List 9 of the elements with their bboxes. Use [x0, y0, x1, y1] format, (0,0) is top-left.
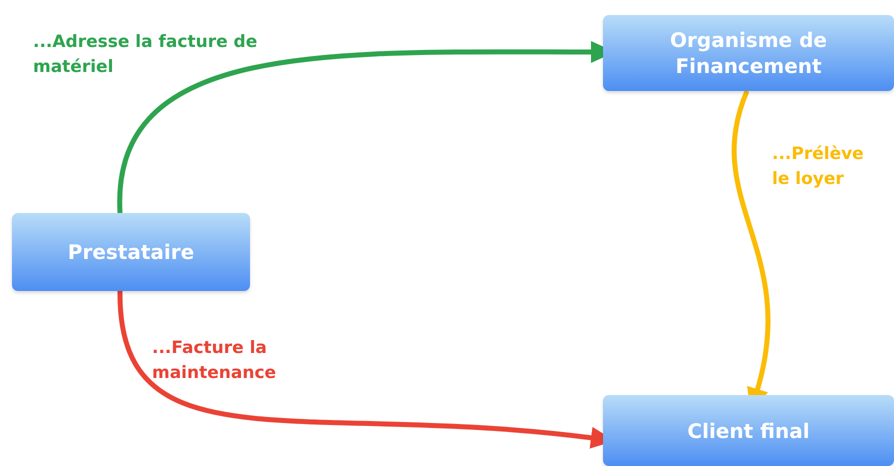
node-label: Prestataire — [68, 239, 194, 265]
process-box — [603, 395, 894, 466]
edge-label: ...Facture la maintenance — [152, 337, 278, 385]
node-label: Client final — [687, 418, 810, 444]
node-label: Organisme de Financement — [669, 27, 828, 79]
process-box — [603, 15, 894, 91]
process-box — [12, 213, 250, 291]
edge-label: ...Prélève le loyer — [772, 143, 865, 191]
edge-label: ...Adresse la facture de matériel — [33, 31, 258, 79]
